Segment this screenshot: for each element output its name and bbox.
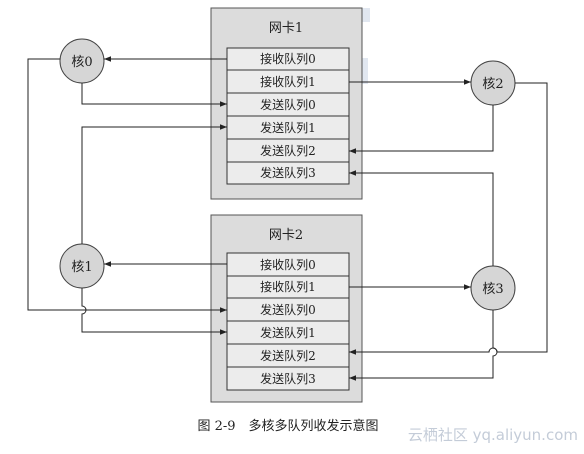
- watermark-text: 云栖社区 yq.aliyun.com: [408, 426, 578, 444]
- link-core3-to-nic1-tx3: [349, 170, 494, 266]
- core3-label: 核3: [482, 282, 503, 297]
- core0-label: 核0: [71, 55, 92, 70]
- core0-node: 核0: [59, 38, 105, 84]
- nic1-queue-3-label: 发送队列1: [260, 120, 316, 135]
- nic1-queue-4-label: 发送队列2: [260, 143, 316, 158]
- nic2-box: 网卡2 接收队列0 接收队列1 发送队列0 发送队列1 发送队列2 发送队列3: [210, 214, 363, 403]
- core2-node: 核2: [470, 60, 516, 106]
- link-core2-to-nic1-tx2: [349, 105, 494, 154]
- link-core1-to-nic1-tx1: [81, 124, 227, 244]
- nic2-queue-2-label: 发送队列0: [260, 302, 316, 317]
- nic2-queue-4-label: 发送队列2: [260, 348, 316, 363]
- links: [27, 56, 548, 381]
- core1-label: 核1: [71, 260, 92, 275]
- nic1-queue-5-label: 发送队列3: [260, 165, 316, 180]
- core2-label: 核2: [482, 77, 503, 92]
- link-core0-to-nic2-tx0: [27, 58, 227, 313]
- nic2-queue-3-label: 发送队列1: [260, 325, 316, 340]
- nic2-queue-5-label: 发送队列3: [260, 371, 316, 386]
- figure-caption: 图 2-9 多核多队列收发示意图: [197, 418, 378, 434]
- nic1-queue-0-label: 接收队列0: [260, 51, 316, 66]
- nic1-label: 网卡1: [269, 21, 303, 36]
- nic1-queue-1-label: 接收队列1: [260, 74, 316, 89]
- nic2-queue-0-label: 接收队列0: [260, 257, 316, 272]
- nic2-label: 网卡2: [269, 228, 303, 243]
- core3-node: 核3: [470, 265, 516, 311]
- link-core0-to-nic1-tx0: [81, 83, 227, 107]
- link-core3-to-nic2-tx3: [349, 310, 498, 381]
- link-core1-to-nic2-tx1: [81, 288, 227, 335]
- nic1-box: 网卡1 接收队列0 接收队列1 发送队列0 发送队列1 发送队列2 发送队列3: [210, 7, 363, 200]
- nic1-queue-2-label: 发送队列0: [260, 97, 316, 112]
- core1-node: 核1: [59, 243, 105, 289]
- nic2-queue-1-label: 接收队列1: [260, 279, 316, 294]
- link-core2-to-nic2-tx2: [349, 82, 548, 355]
